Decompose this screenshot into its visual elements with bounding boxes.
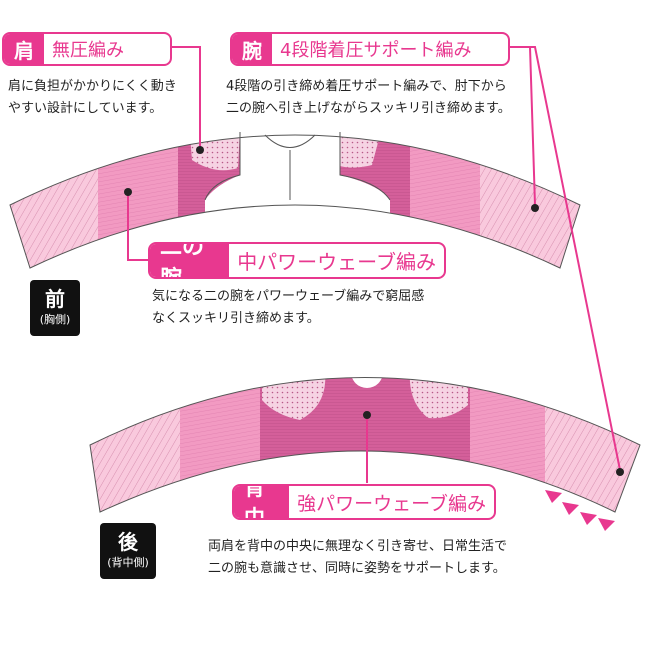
upper-arm-desc-line: 気になる二の腕をパワーウェーブ編みで窮屈感 — [152, 289, 425, 304]
back-desc-line: 両肩を背中の中央に無理なく引き寄せ、日常生活で — [208, 539, 508, 554]
arm-key: 腕 — [232, 34, 272, 64]
arm-label: 腕 4段階着圧サポート編み — [230, 32, 510, 66]
front-side-sub: (胸側) — [39, 313, 71, 326]
arm-desc-line: 二の腕へ引き上げながらスッキリ引き締めます。 — [226, 101, 511, 116]
shoulder-value: 無圧編み — [52, 40, 124, 61]
upper-arm-key: 二の腕 — [150, 244, 230, 277]
back-value: 強パワーウェーブ編み — [297, 492, 486, 515]
rear-side-main: 後 — [118, 530, 138, 554]
leader-lines — [127, 46, 621, 483]
arm-desc-line: 4段階の引き締め着圧サポート編みで、肘下から — [226, 79, 507, 94]
arm-value: 4段階着圧サポート編み — [280, 40, 472, 61]
rear-side-sub: (背中側) — [107, 556, 149, 569]
marker-dots — [124, 146, 624, 476]
upper-arm-value: 中パワーウェーブ編み — [237, 250, 436, 274]
shoulder-key: 肩 — [4, 34, 44, 64]
back-desc: 両肩を背中の中央に無理なく引き寄せ、日常生活で 二の腕も意識させ、同時に姿勢をサ… — [208, 536, 507, 580]
back-desc-line: 二の腕も意識させ、同時に姿勢をサポートします。 — [208, 561, 506, 576]
shoulder-desc-line: 肩に負担がかかりにくく動き — [8, 79, 177, 94]
rear-side-badge: 後 (背中側) — [100, 523, 156, 579]
upper-arm-label: 二の腕 中パワーウェーブ編み — [148, 242, 446, 279]
back-label: 背中 強パワーウェーブ編み — [232, 484, 496, 520]
arm-desc: 4段階の引き締め着圧サポート編みで、肘下から 二の腕へ引き上げながらスッキリ引き… — [226, 76, 511, 120]
back-key: 背中 — [234, 486, 290, 518]
upper-arm-desc-line: なくスッキリ引き締めます。 — [152, 311, 320, 326]
direction-arrows-icon — [545, 490, 615, 531]
front-side-main: 前 — [45, 287, 65, 311]
front-side-badge: 前 (胸側) — [30, 280, 80, 336]
upper-arm-desc: 気になる二の腕をパワーウェーブ編みで窮屈感 なくスッキリ引き締めます。 — [152, 286, 424, 330]
shoulder-desc: 肩に負担がかかりにくく動き やすい設計にしています。 — [8, 76, 177, 120]
shoulder-desc-line: やすい設計にしています。 — [8, 101, 163, 116]
shoulder-label: 肩 無圧編み — [2, 32, 172, 66]
